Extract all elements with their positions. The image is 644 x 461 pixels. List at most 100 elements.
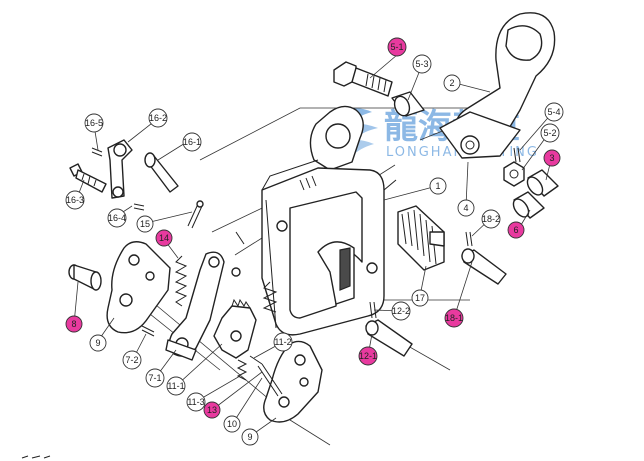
- callout-15: 15: [136, 215, 154, 233]
- callout-circle: [543, 149, 561, 167]
- callout-circle: [540, 123, 560, 143]
- callout-label: 16-4: [108, 213, 126, 223]
- callout-label: 14: [159, 233, 169, 243]
- callout-circle: [107, 208, 127, 228]
- part-16-2-handle-lever: [107, 139, 133, 199]
- part-16-3-screw: [69, 163, 107, 193]
- callout-circle: [136, 215, 154, 233]
- callout-label: 15: [140, 219, 150, 229]
- callout-circle: [145, 368, 165, 388]
- callout-17: 17: [411, 289, 429, 307]
- part-3-bushing: [526, 169, 559, 197]
- callout-label: 7-1: [148, 373, 161, 383]
- callout-label: 8: [71, 319, 76, 329]
- callout-circle: [429, 177, 447, 195]
- callout-16-1: 16-1: [182, 132, 202, 152]
- part-10-stopper: [231, 231, 245, 277]
- callout-circle: [148, 108, 168, 128]
- callout-circle: [203, 401, 221, 419]
- callout-circle: [65, 315, 83, 333]
- callout-label: 3: [549, 153, 554, 163]
- callout-11-1: 11-1: [166, 376, 186, 396]
- footer-fragment: [21, 455, 51, 459]
- callout-label: 2: [449, 78, 454, 88]
- callout-label: 12-2: [392, 306, 410, 316]
- callout-circle: [387, 37, 407, 57]
- part-2-lifting-shackle: [439, 12, 556, 159]
- callout-18-2: 18-2: [481, 209, 501, 229]
- callout-14: 14: [155, 229, 173, 247]
- callout-13: 13: [203, 401, 221, 419]
- part-6-bushing: [512, 191, 545, 219]
- callout-circle: [186, 392, 206, 412]
- callout-circle: [358, 346, 378, 366]
- callout-circle: [122, 350, 142, 370]
- callout-label: 17: [415, 293, 425, 303]
- callout-3: 3: [543, 149, 561, 167]
- callout-label: 11-3: [187, 397, 204, 407]
- callout-6: 6: [507, 221, 525, 239]
- callout-circle: [481, 209, 501, 229]
- part-5-2-cotter-pin: [513, 147, 521, 163]
- part-11-2-split-pin: [249, 355, 263, 365]
- part-8-knob: [68, 264, 102, 291]
- callout-8: 8: [65, 315, 83, 333]
- callout-16-4: 16-4: [107, 208, 127, 228]
- callout-16-2: 16-2: [148, 108, 168, 128]
- callout-circle: [443, 74, 461, 92]
- callout-label: 11-2: [274, 337, 291, 347]
- callout-12-1: 12-1: [358, 346, 378, 366]
- callout-label: 12-1: [359, 351, 377, 361]
- callout-9: 9: [89, 334, 107, 352]
- callout-11-2: 11-2: [273, 332, 293, 352]
- part-5-1-bolt: [333, 61, 393, 97]
- callout-5-2: 5-2: [540, 123, 560, 143]
- callout-12-2: 12-2: [391, 301, 411, 321]
- callout-label: 16-2: [149, 113, 167, 123]
- callout-label: 9: [95, 338, 100, 348]
- callout-7-1: 7-1: [145, 368, 165, 388]
- callout-bubbles: 5-1 5-3 2 5-4 5-2 3 6 4 1 16-5 16-2 16-1 16-3 16-4 15 1…: [65, 37, 564, 446]
- callout-label: 9: [247, 432, 252, 442]
- callout-label: 16-5: [85, 118, 103, 128]
- part-16-4-split-pin: [133, 203, 145, 211]
- part-16-5-split-pin: [91, 147, 103, 157]
- part-13-small-pin: [257, 363, 283, 397]
- part-17-gripper-jaw: [397, 205, 445, 271]
- callout-circle: [89, 334, 107, 352]
- part-15-connecting-rod: [187, 200, 204, 229]
- callout-label: 5-4: [547, 107, 560, 117]
- callout-label: 18-1: [445, 313, 463, 323]
- callout-9: 9: [241, 428, 259, 446]
- callout-label: 7-2: [125, 355, 138, 365]
- part-18-1-pin: [461, 248, 507, 285]
- callout-label: 1: [435, 181, 440, 191]
- callout-circle: [182, 132, 202, 152]
- part-7-1-lever-arm: [165, 251, 225, 361]
- callout-label: 6: [513, 225, 518, 235]
- callout-label: 16-1: [183, 137, 201, 147]
- callout-circle: [391, 301, 411, 321]
- part-14-spring: [174, 255, 278, 313]
- callout-circle: [223, 415, 241, 433]
- part-11-1-gear-segment: [213, 298, 257, 359]
- callout-10: 10: [223, 415, 241, 433]
- callout-5-1: 5-1: [387, 37, 407, 57]
- callout-leaders: [73, 54, 554, 438]
- callout-circle: [507, 221, 525, 239]
- part-1-clamp-body: [261, 105, 397, 336]
- callout-label: 10: [227, 419, 237, 429]
- callout-label: 5-3: [415, 59, 428, 69]
- part-5-3-sleeve: [391, 91, 425, 117]
- callout-circle: [544, 102, 564, 122]
- callout-label: 4: [463, 203, 468, 213]
- callout-4: 4: [457, 199, 475, 217]
- callout-5-3: 5-3: [412, 54, 432, 74]
- callout-circle: [166, 376, 186, 396]
- callout-circle: [241, 428, 259, 446]
- callout-circle: [411, 289, 429, 307]
- callout-label: 5-2: [543, 128, 556, 138]
- callout-16-3: 16-3: [65, 190, 85, 210]
- callout-5-4: 5-4: [544, 102, 564, 122]
